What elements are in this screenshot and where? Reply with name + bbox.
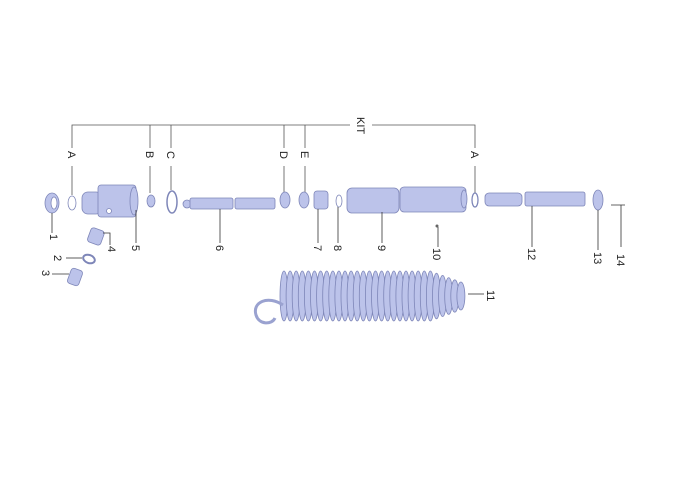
kit-letter-a-right: A [468,151,480,159]
kit-bracket: KIT A B C D E A [64,117,483,195]
part-2-washer: 2 [51,253,96,265]
part-6-piston-rod: 6 [182,197,276,251]
part-4-fitting: 4 [87,227,117,252]
part-13-end-nut: 13 [591,189,604,264]
part-5-housing: 5 [81,184,141,251]
seal-ring-c [166,190,178,214]
spring-hook [253,298,284,325]
part-number-8: 8 [331,245,343,251]
part-number-10: 10 [430,248,442,260]
part-3-connector: 3 [39,267,83,287]
seal-ring-d [279,191,291,209]
part-14-cotter-pin: 14 [611,204,626,266]
part-number-6: 6 [213,245,225,251]
kit-letter-e: E [298,151,310,158]
part-number-4: 4 [105,246,117,252]
part-8-ring: 8 [331,194,343,251]
seal-ring-a-right [471,192,479,208]
part-7-bushing: 7 [311,190,329,251]
part-number-11: 11 [484,290,496,301]
part-number-13: 13 [591,252,603,264]
part-1-nut: 1 [44,192,60,240]
kit-letter-d: D [277,151,289,159]
part-12-shaft: 12 [484,191,586,260]
part-number-9: 9 [375,245,387,251]
spring-coil [456,281,466,311]
seal-ring-b [146,194,156,208]
part-number-7: 7 [311,245,323,251]
seal-ring-a-left [67,195,77,211]
seal-ring-e [298,191,310,209]
kit-letter-b: B [143,151,155,158]
part-number-1: 1 [47,234,59,240]
part-number-3: 3 [39,270,51,276]
part-10-pin: 10 [430,224,442,260]
part-number-2: 2 [51,255,63,261]
part-11-spring: 11 [253,270,496,325]
part-number-12: 12 [525,248,537,260]
part-9-cylinder-tube: 9 [346,186,468,251]
kit-label: KIT [354,117,366,134]
kit-letter-a-left: A [65,151,77,159]
part-number-5: 5 [129,245,141,251]
part-number-14: 14 [614,254,626,266]
kit-letter-c: C [164,151,176,159]
